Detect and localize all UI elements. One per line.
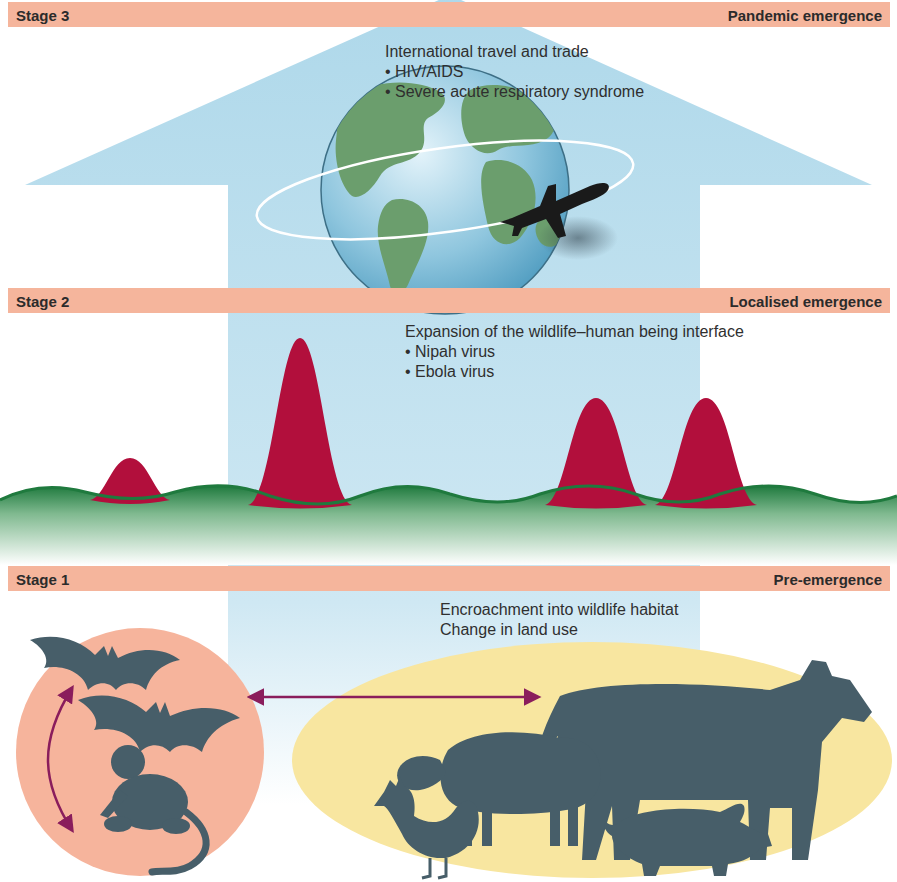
disease-example: • Ebola virus: [405, 362, 494, 382]
stage-driver: Expansion of the wildlife–human being in…: [405, 322, 744, 342]
contact-arrow: [250, 696, 538, 699]
stage-title: Pandemic emergence: [728, 6, 882, 23]
disease-example: • HIV/AIDS: [385, 62, 464, 82]
rooster-silhouette: [374, 776, 479, 878]
stage-number: Stage 1: [16, 570, 69, 587]
stage-band: Stage 1 Pre-emergence: [8, 566, 890, 591]
ground-rim: [0, 486, 897, 504]
bat-silhouette: [30, 637, 180, 690]
ground-waves: [0, 486, 897, 565]
stage-title: Pre-emergence: [774, 570, 882, 587]
disease-example: • Severe acute respiratory syndrome: [385, 82, 644, 102]
contact-arrow: [48, 688, 72, 830]
stage-title: Localised emergence: [729, 292, 882, 309]
pig-silhouette: [604, 804, 772, 876]
stage-band: Stage 3 Pandemic emergence: [8, 2, 890, 27]
stage-driver: Change in land use: [440, 620, 578, 640]
stage-number: Stage 2: [16, 292, 69, 309]
stage-driver: International travel and trade: [385, 42, 589, 62]
wildlife-circle: [16, 628, 264, 876]
monkey-silhouette: [100, 745, 206, 872]
stage-band: Stage 2 Localised emergence: [8, 288, 890, 313]
bat-silhouette: [78, 696, 240, 752]
globe: [251, 66, 639, 314]
outbreak-peaks: [90, 338, 757, 509]
airplane: [500, 183, 618, 260]
stage-number: Stage 3: [16, 6, 69, 23]
stage-driver: Encroachment into wildlife habitat: [440, 600, 678, 620]
disease-example: • Nipah virus: [405, 342, 495, 362]
livestock-ellipse: [292, 642, 892, 878]
